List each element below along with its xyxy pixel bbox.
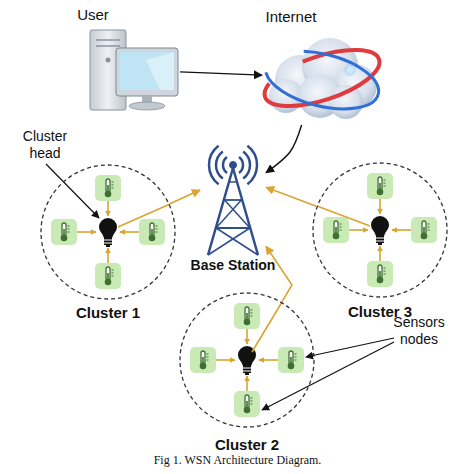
cluster-outline: [180, 293, 314, 427]
sensor-node: [51, 219, 77, 245]
sensor-arrow: [246, 376, 248, 391]
cluster-head-icon: [371, 216, 389, 245]
connector-arrow: [180, 72, 262, 75]
sensor-node: [234, 391, 260, 417]
uplink-stub: [317, 206, 370, 226]
connector-arrow: [170, 190, 200, 204]
node-label: Cluster 1: [40, 304, 176, 321]
sensor-node: [367, 261, 393, 287]
sensor-arrow: [379, 246, 381, 261]
sensor-node: [234, 303, 260, 329]
sensor-node: [190, 347, 216, 373]
tower-icon: [208, 228, 250, 255]
sensor-arrow: [120, 231, 139, 233]
cloud-icon: [344, 64, 356, 76]
sensor-cluster: Cluster 2: [179, 292, 315, 428]
sensor-node: [323, 217, 349, 243]
computer-icon: [129, 102, 165, 110]
tower-icon: [208, 146, 258, 255]
sensor-arrow: [259, 359, 278, 361]
computer-icon: [116, 48, 178, 96]
sensor-arrow: [216, 359, 235, 361]
tower-icon: [230, 162, 237, 169]
leader-line: [46, 164, 99, 218]
leader-line: [46, 164, 394, 410]
computer-icon: [90, 30, 178, 110]
leader-line: [306, 338, 394, 357]
node-label: Cluster 2: [179, 436, 315, 453]
sensor-arrow: [107, 248, 109, 263]
computer-icon: [106, 58, 111, 63]
sensor-node: [51, 173, 437, 417]
computer-icon: [146, 52, 174, 90]
sensor-arrow: [107, 201, 109, 216]
sensor-node: [95, 175, 121, 201]
cluster-outline: [40, 164, 176, 300]
cluster-head-icon: [99, 218, 117, 247]
cloud-icon: [258, 38, 386, 119]
sensor-arrow: [77, 199, 411, 391]
internet-cloud: Internet: [262, 30, 382, 125]
cluster-outline: [313, 163, 447, 297]
sensor-node: [411, 217, 437, 243]
uplink-stub: [252, 302, 282, 352]
node-label: Internet: [258, 8, 324, 25]
computer-icon: [120, 52, 174, 90]
sensor-node: [278, 347, 304, 373]
tower-icon: [247, 146, 257, 184]
callout-label: Sensors nodes: [380, 314, 458, 348]
tower-icon: [216, 227, 250, 229]
computer-icon: [96, 45, 120, 47]
tower-icon: [229, 181, 237, 183]
sensor-cluster: Cluster 1: [40, 164, 176, 300]
sensor-arrow: [246, 329, 248, 344]
connector-arrow: [266, 246, 292, 301]
sensor-arrow: [392, 229, 411, 231]
cloud-icon: [259, 41, 384, 120]
cluster-outline: [41, 165, 175, 299]
sensor-arrow: [379, 199, 381, 214]
sensor-node: [139, 219, 165, 245]
connector-arrow: [266, 125, 302, 173]
tower-icon: [216, 228, 258, 255]
base-station: Base Station: [200, 145, 266, 257]
uplink-stub: [118, 204, 370, 352]
node-label: Base Station: [178, 257, 288, 273]
tower-icon: [209, 146, 219, 184]
sensor-arrow: [77, 231, 96, 233]
tower-icon: [216, 200, 241, 228]
cluster-outline: [312, 162, 448, 298]
sensor-node: [95, 263, 121, 289]
tower-icon: [223, 157, 227, 173]
tower-icon: [225, 199, 242, 201]
sensor-node: [367, 173, 393, 199]
computer-icon: [96, 39, 120, 41]
connector-arrow: [266, 187, 316, 206]
sensor-arrow: [349, 229, 368, 231]
figure-caption: Fig 1. WSN Architecture Diagram.: [0, 453, 475, 468]
sensor-cluster: Cluster 3: [312, 162, 448, 298]
uplink-stub: [118, 204, 170, 227]
callout-label: Cluster head: [14, 128, 76, 162]
cluster-head-icon: [99, 216, 389, 375]
tower-icon: [243, 151, 250, 178]
user-computer: User: [88, 28, 180, 112]
tower-icon: [216, 151, 223, 178]
leader-line: [262, 342, 394, 410]
tower-icon: [239, 157, 243, 173]
cluster-outline: [179, 292, 315, 428]
node-label: User: [68, 6, 118, 23]
